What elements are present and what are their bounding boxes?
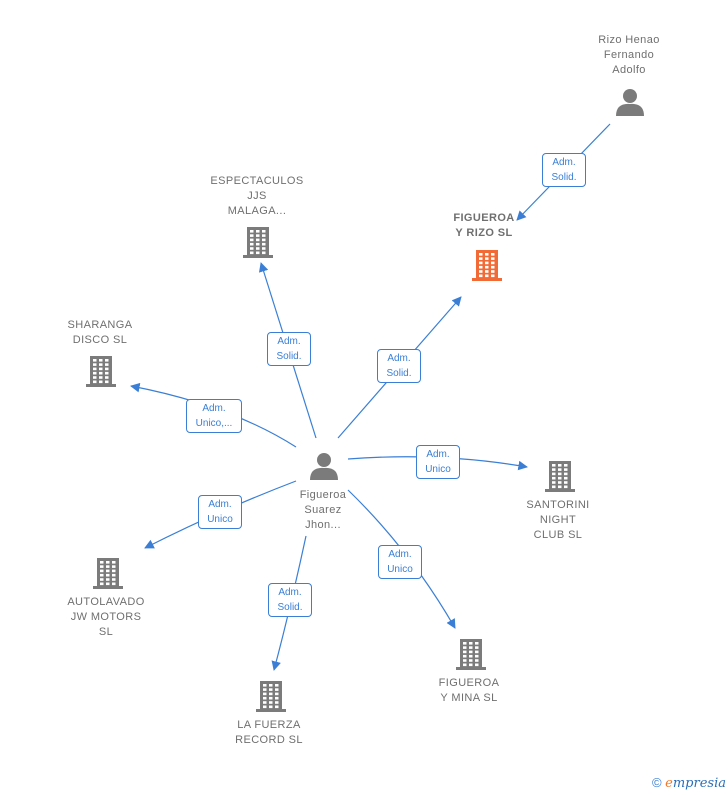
node-label-sharanga[interactable]: SHARANGA DISCO SL [67,319,133,346]
building-icon[interactable] [256,681,286,712]
node-label-autolavado[interactable]: AUTOLAVADO JW MOTORS SL [67,596,145,638]
building-icon[interactable] [472,250,502,281]
building-icon[interactable] [86,356,116,387]
building-icon[interactable] [243,227,273,258]
node-label-figueroa_rizo[interactable]: FIGUEROA Y RIZO SL [453,212,515,239]
edge-label-center-autolavado[interactable]: Adm. Unico [198,495,242,529]
icons-layer [86,89,644,712]
brand-logo[interactable]: empresia [665,776,726,791]
building-icon[interactable] [456,639,486,670]
edge-label-rizo-figueroa_rizo[interactable]: Adm. Solid. [542,153,586,187]
copyright-notice: © empresia [652,775,726,791]
node-label-lafuerza[interactable]: LA FUERZA RECORD SL [235,719,303,746]
edge-label-center-lafuerza[interactable]: Adm. Solid. [268,583,312,617]
copyright-symbol: © [651,775,662,790]
node-label-rizo[interactable]: Rizo Henao Fernando Adolfo [598,34,660,76]
node-label-santorini[interactable]: SANTORINI NIGHT CLUB SL [526,499,590,541]
node-label-figueroa_mina[interactable]: FIGUEROA Y MINA SL [438,677,500,704]
building-icon[interactable] [93,558,123,589]
edge-label-center-espectaculos[interactable]: Adm. Solid. [267,332,311,366]
node-label-center[interactable]: Figueroa Suarez Jhon... [299,489,347,531]
building-icon[interactable] [545,461,575,492]
edge-label-center-figueroa_mina[interactable]: Adm. Unico [378,545,422,579]
edge-label-center-sharanga[interactable]: Adm. Unico,... [186,399,242,433]
node-label-espectaculos[interactable]: ESPECTACULOS JJS MALAGA... [210,175,304,217]
edge-label-center-figueroa_rizo[interactable]: Adm. Solid. [377,349,421,383]
person-icon[interactable] [310,453,338,480]
person-icon[interactable] [616,89,644,116]
edge-label-center-santorini[interactable]: Adm. Unico [416,445,460,479]
